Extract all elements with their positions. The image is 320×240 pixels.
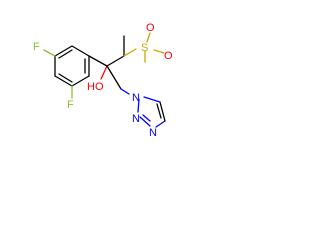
molecule-structure-diagram: F F S O O HO N N N — [33, 22, 173, 139]
atom-label-fluorine-bottom: F — [67, 99, 74, 111]
bond-ring-to-quaternary-c — [88, 55, 108, 67]
atom-label-nitrogen-2: N — [132, 113, 140, 125]
bond-ch-to-s — [123, 48, 137, 57]
bond-c-to-oh — [100, 65, 108, 80]
atom-label-oxygen-top: O — [146, 22, 155, 34]
atom-label-nitrogen-4: N — [149, 127, 157, 139]
atom-label-sulfur: S — [141, 42, 148, 54]
bond-s-to-o-top — [146, 32, 151, 43]
atom-label-oxygen-right: O — [164, 50, 173, 62]
bond-quaternary-c-to-ch2 — [106, 65, 122, 90]
benzene-ring — [54, 45, 90, 87]
bond-ch2-to-n — [120, 88, 130, 95]
bond-quaternary-c-to-ch — [106, 55, 125, 67]
atom-label-hydroxyl: HO — [87, 81, 104, 93]
bond-s-to-o-right — [153, 49, 165, 54]
atom-label-nitrogen-1: N — [132, 92, 140, 104]
atom-label-fluorine-top: F — [33, 41, 40, 53]
bond-c-f-top — [43, 49, 56, 57]
triazole-ring — [137, 96, 166, 128]
